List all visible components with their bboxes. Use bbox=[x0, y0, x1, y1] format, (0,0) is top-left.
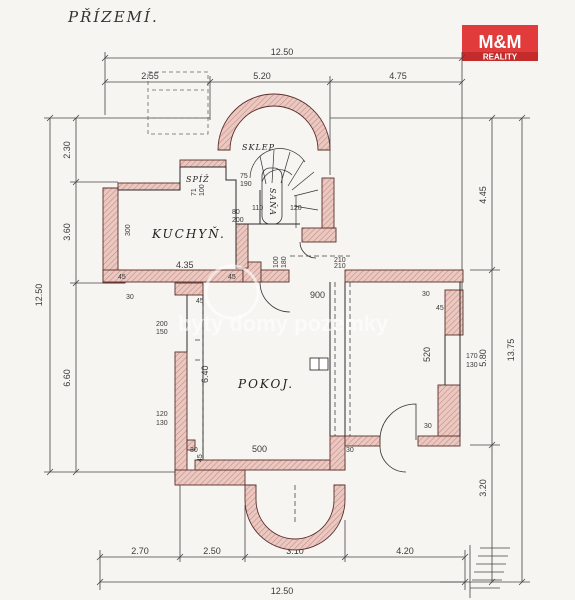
room-label-pantry: SPÍŽ bbox=[186, 175, 210, 184]
dim-kitchen-width: 4.35 bbox=[176, 260, 194, 270]
dim-bottom-c: 3.10 bbox=[286, 546, 304, 556]
dim-core-120: 120 bbox=[290, 205, 302, 212]
dim-door-210b: 210 bbox=[334, 263, 346, 270]
dim-bottom-b: 2.50 bbox=[203, 546, 221, 556]
room-label-kitchen: KUCHYŇ. bbox=[151, 225, 226, 241]
dim-kitchen-45b: 45 bbox=[228, 274, 236, 281]
dim-left-150: 150 bbox=[156, 329, 168, 336]
room-label-living: POKOJ. bbox=[237, 377, 294, 391]
dim-room-640: 6.40 bbox=[200, 365, 210, 383]
dim-right-30a: 30 bbox=[422, 291, 430, 298]
dim-left-total: 12.50 bbox=[34, 284, 44, 307]
dim-left-c: 6.60 bbox=[62, 369, 72, 387]
dim-door-210: 210 bbox=[334, 257, 346, 264]
dashed-beams bbox=[195, 255, 351, 525]
dim-left-a: 2.30 bbox=[62, 141, 72, 159]
dim-core-110: 110 bbox=[252, 205, 263, 212]
logo-mark: M&M bbox=[479, 32, 522, 52]
dim-door-100: 100 bbox=[273, 256, 280, 268]
dim-core-80: 80 bbox=[232, 209, 240, 216]
logo-subtitle: REALITY bbox=[483, 53, 518, 62]
dim-core-200: 200 bbox=[232, 217, 244, 224]
dim-bottom-d: 4.20 bbox=[396, 546, 414, 556]
dim-right-b: 5.80 bbox=[478, 349, 488, 367]
dim-right-c: 3.20 bbox=[478, 479, 488, 497]
brand-logo: M&M REALITY bbox=[462, 25, 538, 62]
dim-core-75: 75 bbox=[240, 173, 248, 180]
stove-marker bbox=[309, 357, 329, 371]
dim-left-130: 130 bbox=[156, 420, 168, 427]
bottom-dimensions bbox=[96, 480, 469, 590]
outside-steps bbox=[469, 545, 510, 598]
dim-bottom-30: 30 bbox=[346, 447, 354, 454]
interior-outline bbox=[118, 166, 461, 460]
plan-title: PŘÍZEMÍ. bbox=[67, 8, 159, 26]
spiral-staircase bbox=[249, 148, 319, 228]
dim-right-total: 13.75 bbox=[506, 339, 516, 362]
dim-right-130: 130 bbox=[466, 362, 478, 369]
dim-right-a: 4.45 bbox=[478, 186, 488, 204]
dim-left-b: 3.60 bbox=[62, 223, 72, 241]
dim-bottom-a: 2.70 bbox=[131, 546, 149, 556]
room-label-cellar: SKLEP bbox=[242, 143, 275, 152]
dim-right-170: 170 bbox=[466, 353, 478, 360]
dashed-terrace-outline bbox=[147, 71, 209, 135]
dim-top-a: 2.55 bbox=[141, 71, 159, 81]
dim-top-b: 5.20 bbox=[253, 71, 271, 81]
dim-left-200: 200 bbox=[156, 321, 168, 328]
dim-door-180: 180 bbox=[281, 256, 288, 268]
dim-bottom-45: 45 bbox=[197, 454, 204, 462]
watermark-circle bbox=[204, 264, 260, 320]
dim-kitchen-30: 30 bbox=[126, 294, 134, 301]
dim-top-total: 12.50 bbox=[271, 47, 294, 57]
dim-core-190: 190 bbox=[240, 181, 252, 188]
watermark-text: byty domy pozemky bbox=[178, 311, 389, 336]
dim-left-120: 120 bbox=[156, 411, 168, 418]
dim-wall-45: 45 bbox=[196, 298, 204, 305]
dim-right-45: 45 bbox=[436, 305, 444, 312]
dim-room-500: 500 bbox=[252, 444, 267, 454]
dim-top-c: 4.75 bbox=[389, 71, 407, 81]
dim-core-71: 71 bbox=[191, 188, 198, 196]
masonry-walls bbox=[102, 93, 464, 551]
dim-bottom-total: 12.50 bbox=[271, 586, 294, 596]
room-label-bath: SAŇA bbox=[268, 188, 277, 216]
dim-room-height: 520 bbox=[422, 347, 432, 362]
dim-left-30: 30 bbox=[190, 447, 198, 454]
right-dimensions bbox=[330, 114, 530, 586]
door-swings bbox=[259, 241, 417, 473]
dim-core-100: 100 bbox=[199, 184, 206, 196]
dim-room-width: 900 bbox=[310, 290, 325, 300]
dim-kitchen-height: 300 bbox=[125, 224, 132, 236]
bath-fixture bbox=[261, 167, 283, 225]
dim-kitchen-45a: 45 bbox=[118, 274, 126, 281]
dim-right-30b: 30 bbox=[424, 423, 432, 430]
